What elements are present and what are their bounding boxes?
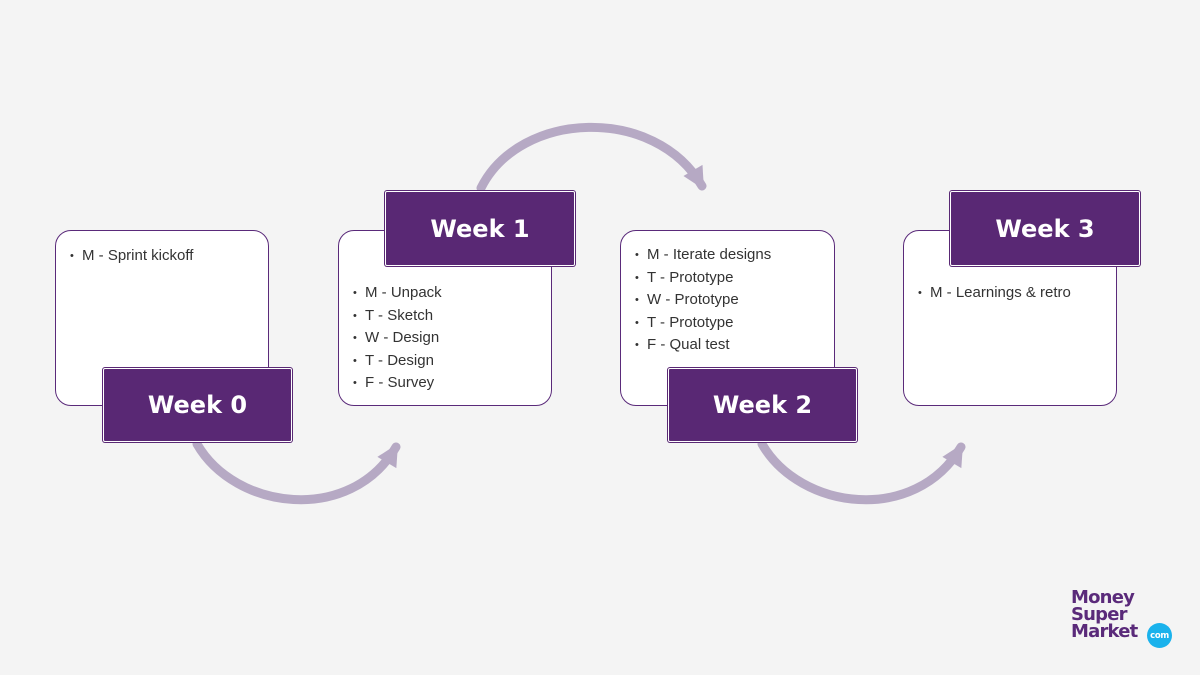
- arrow-week1-to-week2: [476, 122, 707, 193]
- week-2-task: T - Prototype: [635, 312, 824, 335]
- week-0-task-list: M - Sprint kickoff: [70, 245, 258, 268]
- week-2-task-list: M - Iterate designs T - Prototype W - Pr…: [635, 244, 824, 357]
- week-0-label: Week 0: [103, 368, 292, 442]
- week-1-task: T - Sketch: [353, 305, 541, 328]
- week-0-task: M - Sprint kickoff: [70, 245, 258, 268]
- week-1-label: Week 1: [385, 191, 575, 266]
- week-2-task: F - Qual test: [635, 334, 824, 357]
- week-1-task: T - Design: [353, 350, 541, 373]
- week-3-task-list: M - Learnings & retro: [918, 282, 1106, 305]
- week-1-task-list: M - Unpack T - Sketch W - Design T - Des…: [353, 282, 541, 395]
- week-3-label: Week 3: [950, 191, 1140, 266]
- week-2-task: T - Prototype: [635, 267, 824, 290]
- week-2-task: M - Iterate designs: [635, 244, 824, 267]
- week-2-task: W - Prototype: [635, 289, 824, 312]
- arrow-week2-to-week3: [757, 439, 966, 505]
- logo-line-3: Market: [1071, 621, 1138, 642]
- arrow-week0-to-week1: [192, 439, 401, 505]
- logo-line-2: Super: [1071, 604, 1128, 625]
- week-2-label: Week 2: [668, 368, 857, 442]
- week-1-task: F - Survey: [353, 372, 541, 395]
- week-3-task: M - Learnings & retro: [918, 282, 1106, 305]
- logo-line-1: Money: [1071, 587, 1135, 608]
- logo-dotcom-badge: com: [1147, 623, 1172, 648]
- week-1-task: W - Design: [353, 327, 541, 350]
- moneysupermarket-logo: Money Super Market com: [1071, 589, 1181, 649]
- week-1-task: M - Unpack: [353, 282, 541, 305]
